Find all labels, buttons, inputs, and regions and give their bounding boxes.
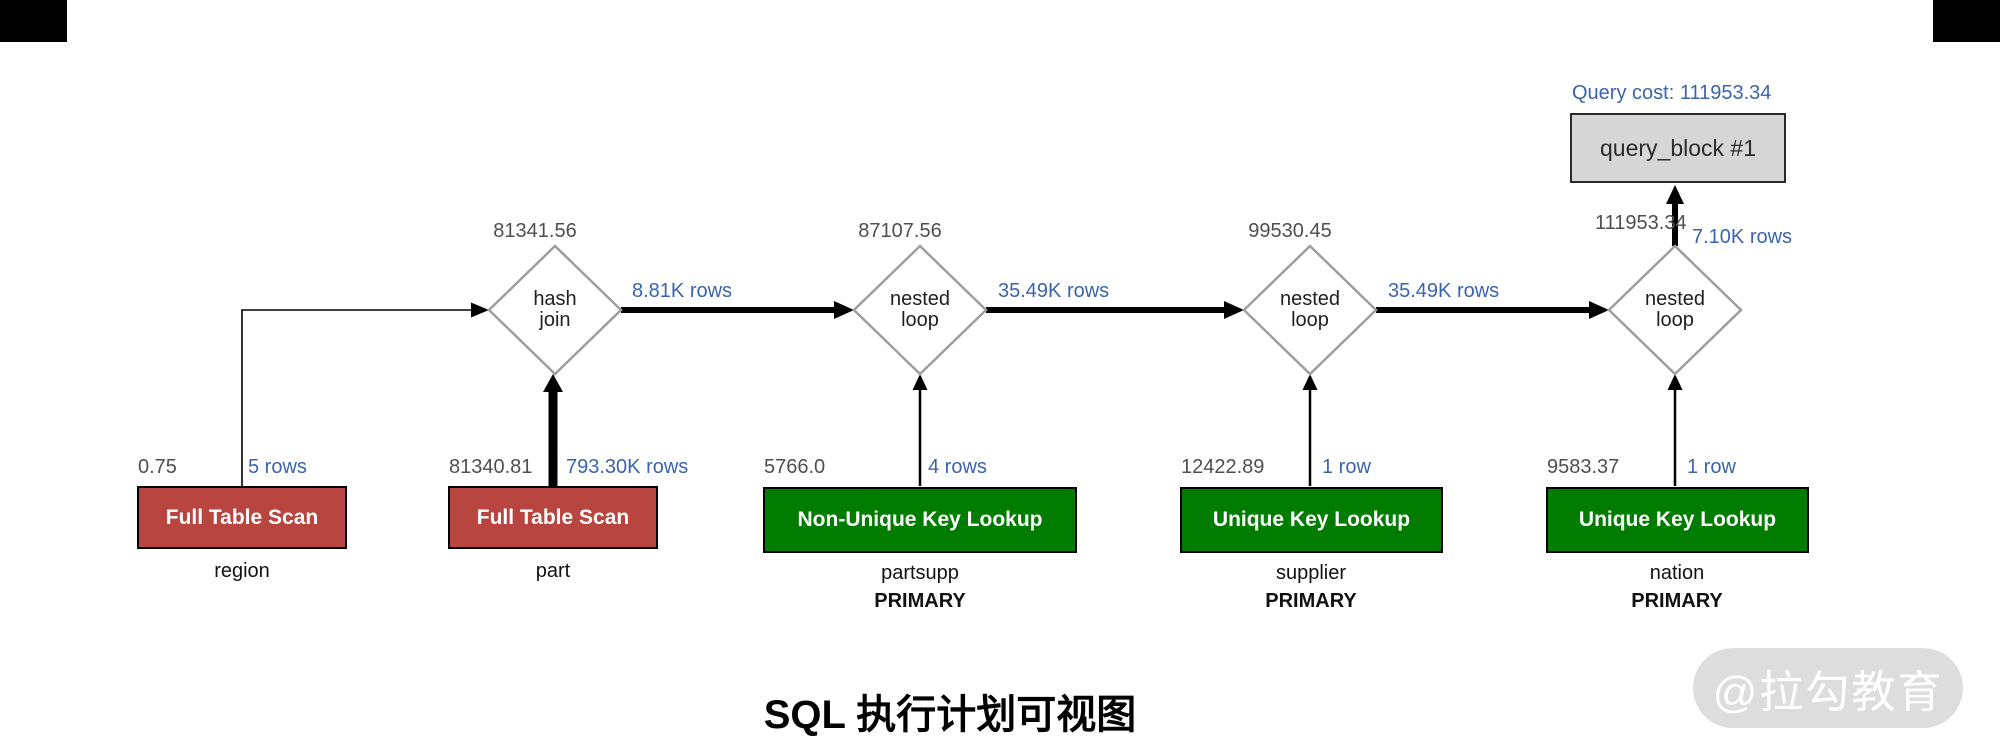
table-rows-label: 4 rows (928, 456, 987, 478)
operator-label-line: hash (533, 288, 577, 310)
table-access-node-part[interactable]: Full Table Scan (448, 486, 658, 549)
table-access-node-partsupp[interactable]: Non-Unique Key Lookup (763, 487, 1077, 553)
nested-loop-node-1[interactable]: nested loop (854, 246, 986, 374)
join-rows-label: 8.81K rows (632, 280, 733, 302)
nested-loop-diamond-2[interactable] (1242, 244, 1378, 376)
operator-label-line: loop (1291, 309, 1329, 331)
table-cost-label: 0.75 (138, 456, 177, 478)
join-cost-label: 111953.34 (1595, 212, 1687, 234)
table-cost-label: 5766.0 (764, 456, 826, 478)
nested-loop-node-3[interactable]: nested loop (1609, 246, 1741, 374)
operator-label-line: loop (1656, 309, 1694, 331)
arrowhead-hashjoin-to-nestedloop1 (834, 301, 854, 319)
arrowhead-part-to-hashjoin (543, 374, 563, 392)
table-key-label: PRIMARY (1265, 590, 1357, 612)
arrowhead-nestedloop2-to-nestedloop3 (1589, 301, 1609, 319)
operator-label-line: nested (1644, 288, 1706, 310)
join-cost-label: 81341.56 (493, 220, 577, 242)
table-name-label: nation (1649, 562, 1705, 584)
arrowhead-nestedloop3-to-queryblock (1666, 185, 1684, 204)
redaction-bar-top-left (0, 0, 67, 42)
table-name-label: region (214, 560, 270, 582)
join-rows-label: 35.49K rows (1388, 280, 1500, 302)
table-access-node-region[interactable]: Full Table Scan (137, 486, 347, 549)
table-name-label: partsupp (881, 562, 959, 584)
operator-label-line: join (539, 309, 571, 331)
table-rows-label: 1 row (1687, 456, 1736, 478)
table-cost-label: 81340.81 (449, 456, 533, 478)
table-name-label: part (535, 560, 571, 582)
table-rows-label: 5 rows (248, 456, 307, 478)
redaction-bar-top-right (1933, 0, 2000, 42)
edge-region-to-hashjoin (241, 309, 473, 486)
watermark-text: @拉勾教育 (1712, 668, 1944, 717)
diagram-title: SQL 执行计划可视图 (763, 693, 1137, 737)
watermark-badge: @拉勾教育 (1693, 648, 1963, 728)
hash-join-node[interactable]: hash join (489, 246, 621, 374)
table-cost-label: 9583.37 (1547, 456, 1620, 478)
operator-label-line: loop (901, 309, 939, 331)
query-cost-label: Query cost: 111953.34 (1572, 82, 1772, 104)
table-key-label: PRIMARY (1631, 590, 1723, 612)
arrowhead-nestedloop1-to-nestedloop2 (1224, 301, 1244, 319)
join-rows-label: 7.10K rows (1692, 226, 1793, 248)
join-rows-label: 35.49K rows (998, 280, 1110, 302)
table-access-node-supplier[interactable]: Unique Key Lookup (1180, 487, 1443, 553)
table-rows-label: 1 row (1322, 456, 1371, 478)
arrowhead-region-to-hashjoin (471, 302, 489, 318)
table-rows-label: 793.30K rows (566, 456, 689, 478)
join-cost-label: 99530.45 (1248, 220, 1332, 242)
arrowhead-supplier-to-nestedloop (1302, 374, 1318, 390)
operator-label-line: nested (1279, 288, 1341, 310)
arrowhead-partsupp-to-nestedloop (912, 374, 928, 390)
table-access-node-nation[interactable]: Unique Key Lookup (1546, 487, 1809, 553)
table-name-label: supplier (1275, 562, 1347, 584)
nested-loop-node-2[interactable]: nested loop (1244, 246, 1376, 374)
nested-loop-diamond-3[interactable] (1607, 244, 1743, 376)
join-cost-label: 87107.56 (858, 220, 942, 242)
query-block-node[interactable]: query_block #1 (1570, 113, 1786, 183)
hash-join-diamond[interactable] (487, 244, 623, 376)
nested-loop-diamond-1[interactable] (852, 244, 988, 376)
arrowhead-nation-to-nestedloop (1667, 374, 1683, 390)
operator-label-line: nested (889, 288, 951, 310)
table-cost-label: 12422.89 (1181, 456, 1265, 478)
table-key-label: PRIMARY (874, 590, 966, 612)
